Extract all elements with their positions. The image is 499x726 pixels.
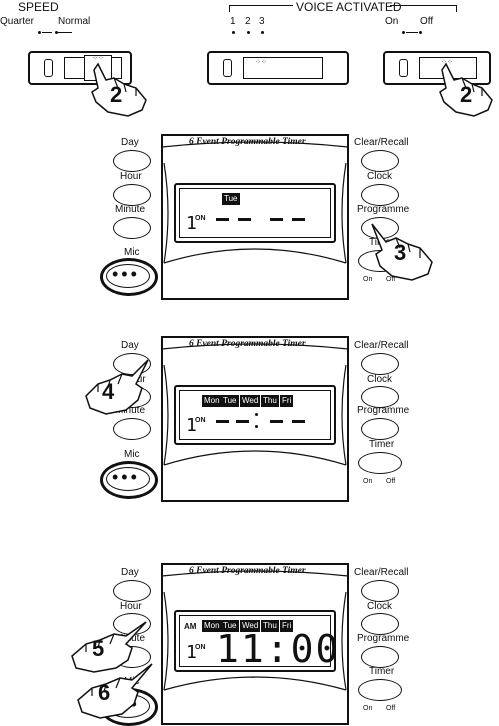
programme-label: Programme — [357, 405, 410, 416]
voice-slider[interactable]: ⁘⁘ — [255, 59, 267, 66]
clear-recall-button[interactable] — [361, 150, 399, 172]
on-indicator: ON — [195, 644, 206, 651]
day-indicator-fri: Fri — [280, 395, 294, 407]
event-number: 1 — [186, 642, 197, 663]
pointing-hand-icon — [439, 62, 493, 117]
step-3: 3 — [394, 240, 407, 265]
pointing-hand-icon — [71, 621, 147, 673]
day-indicator-mon: Mon — [202, 395, 222, 407]
day-label: Day — [121, 567, 139, 578]
timer-on-label: On — [363, 705, 373, 712]
voice-level-3: 3 — [259, 16, 265, 27]
lcd-display: Tue 1 ON — [174, 183, 336, 243]
timer-on-label: On — [363, 276, 373, 283]
time-display: 11:00 — [216, 627, 341, 671]
timer-off-label: Off — [386, 478, 396, 485]
clear-recall-label: Clear/Recall — [354, 567, 409, 578]
step-2-left: 2 — [110, 82, 123, 107]
on-indicator: ON — [195, 417, 206, 424]
am-indicator: AM — [184, 622, 197, 631]
power-slider[interactable]: ⁘⁘ — [441, 59, 453, 66]
timer-title: 6 Event Programmable Timer — [189, 566, 306, 576]
programme-label: Programme — [357, 204, 410, 215]
clock-button[interactable] — [361, 184, 399, 206]
minute-label: Minute — [115, 204, 146, 215]
voice-activated-title: VOICE ACTIVATED — [296, 0, 402, 14]
step-2-right: 2 — [460, 82, 473, 107]
step-5: 5 — [92, 636, 105, 661]
timer-off-label: Off — [386, 705, 396, 712]
clock-label: Clock — [367, 374, 393, 385]
day-button[interactable] — [113, 580, 151, 602]
timer-on-label: On — [363, 478, 373, 485]
day-indicator-tue: Tue — [221, 620, 239, 632]
clear-recall-button[interactable] — [361, 580, 399, 602]
timer-off-label: Off — [386, 276, 396, 283]
timer-title: 6 Event Programmable Timer — [189, 137, 306, 147]
pointing-hand-icon — [91, 62, 147, 117]
minute-button[interactable] — [113, 217, 151, 239]
timer-label: Timer — [369, 439, 395, 450]
voice-switch[interactable]: ⁘⁘ — [207, 51, 349, 85]
speed-quarter-label: Quarter — [0, 16, 34, 27]
speed-title: SPEED — [18, 0, 59, 14]
step-6: 6 — [98, 680, 111, 705]
day-indicator-mon: Mon — [202, 620, 222, 632]
lcd-display: Mon Tue Wed Thu Fri 1 ON — [174, 385, 336, 445]
mic-label: Mic — [124, 449, 140, 460]
switch-on-label: On — [385, 16, 399, 27]
clear-recall-label: Clear/Recall — [354, 340, 409, 351]
day-indicator: Tue — [222, 193, 240, 205]
timer-title: 6 Event Programmable Timer — [189, 339, 306, 349]
event-number: 1 — [186, 415, 197, 436]
programme-button[interactable] — [361, 646, 399, 668]
day-indicator-fri: Fri — [280, 620, 294, 632]
day-indicator-tue: Tue — [221, 395, 239, 407]
mic-label: Mic — [124, 247, 140, 258]
voice-level-1: 1 — [230, 16, 236, 27]
lcd-display: AM Mon Tue Wed Thu Fri 1 ON 11:00 — [174, 610, 338, 672]
power-switch[interactable]: ⁘⁘ — [383, 51, 491, 85]
clock-label: Clock — [367, 601, 393, 612]
on-indicator: ON — [195, 215, 206, 222]
minute-button[interactable] — [113, 418, 151, 440]
day-indicator-thu: Thu — [261, 395, 279, 407]
programme-button[interactable] — [361, 418, 399, 440]
pointing-hand-icon — [85, 359, 149, 415]
clock-button[interactable] — [361, 386, 399, 408]
day-label: Day — [121, 340, 139, 351]
speed-quarter-dot — [38, 31, 41, 34]
hour-label: Hour — [120, 171, 142, 182]
clock-label: Clock — [367, 171, 393, 182]
mic-button[interactable]: ••• — [100, 461, 158, 499]
timer-button[interactable] — [358, 679, 402, 701]
speed-normal-label: Normal — [58, 16, 91, 27]
switch-off-label: Off — [420, 16, 434, 27]
timer-button[interactable] — [358, 452, 402, 474]
mic-button[interactable]: ••• — [100, 258, 158, 296]
pointing-hand-icon — [371, 223, 433, 281]
day-indicator-wed: Wed — [240, 620, 261, 632]
day-button[interactable] — [113, 150, 151, 172]
step-4: 4 — [102, 379, 115, 404]
day-indicator-wed: Wed — [240, 395, 261, 407]
day-indicator-thu: Thu — [261, 620, 279, 632]
clear-recall-button[interactable] — [361, 353, 399, 375]
minute-label: Minute — [115, 405, 146, 416]
clear-recall-label: Clear/Recall — [354, 137, 409, 148]
voice-level-2: 2 — [245, 16, 251, 27]
event-number: 1 — [186, 213, 197, 234]
speed-normal-dot — [55, 31, 58, 34]
pointing-hand-icon — [77, 663, 153, 719]
hour-label: Hour — [120, 601, 142, 612]
programme-label: Programme — [357, 633, 410, 644]
clock-button[interactable] — [361, 613, 399, 635]
hour-button[interactable] — [113, 184, 151, 206]
day-label: Day — [121, 137, 139, 148]
timer-label: Timer — [369, 666, 395, 677]
